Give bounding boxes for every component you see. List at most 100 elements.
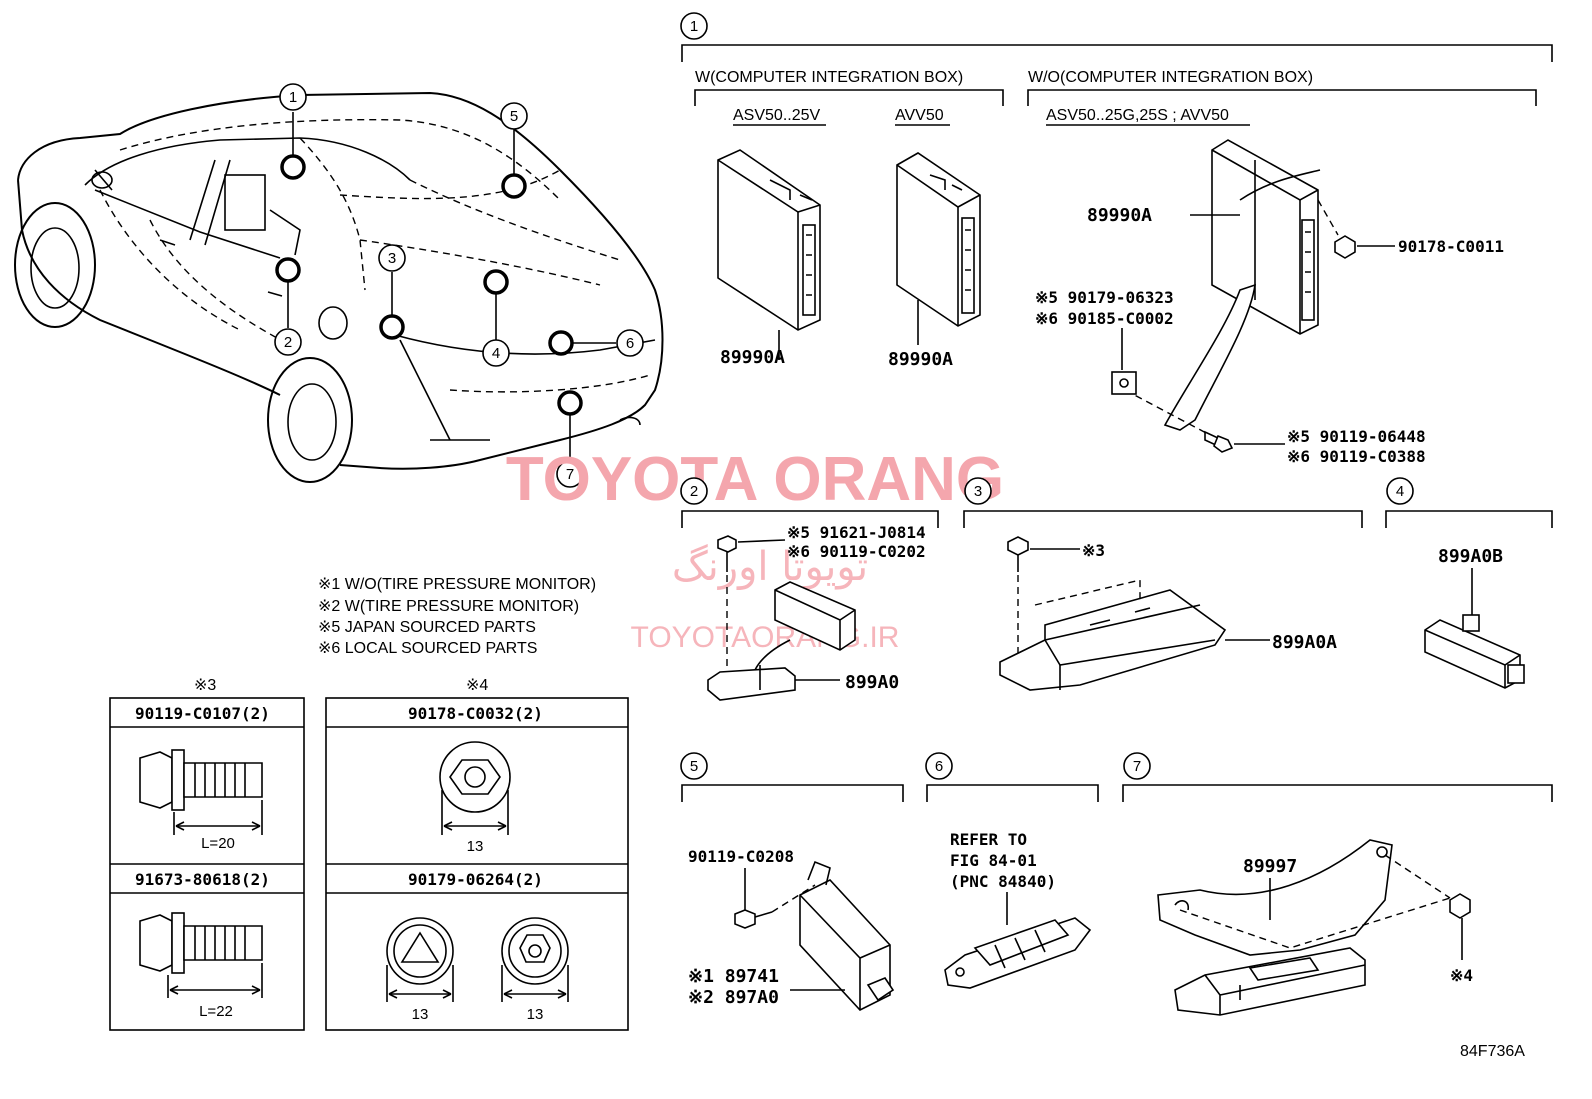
fastener-table-3: ※3 90119-C0107(2) 91673-80618(2) L=20 L=… <box>109 677 305 1031</box>
table3-row2-dim: L=22 <box>199 1003 233 1020</box>
control-module-a <box>717 149 821 360</box>
part-number-module-c: 89990A <box>1087 205 1152 226</box>
svg-text:6: 6 <box>935 758 943 775</box>
table4-row2-dim-a: 13 <box>412 1006 429 1023</box>
table4-row1-part: 90178-C0032(2) <box>408 704 543 723</box>
section-2: 2 ※5 91621-J0814 ※6 90119-C0202 899A0 <box>680 477 939 701</box>
callout-3: 3 <box>378 244 406 272</box>
table3-row2-part: 91673-80618(2) <box>135 870 270 889</box>
antenna-module <box>999 579 1270 691</box>
watermark: TOYOTA ORANG تویوتا اورنگ TOYOTAORANG.IR <box>506 445 1004 654</box>
bolt-icon <box>717 535 786 675</box>
door-handle-switch <box>944 892 1092 989</box>
svg-text:7: 7 <box>566 466 574 483</box>
svg-text:6: 6 <box>626 335 634 352</box>
callout-5: 5 <box>500 102 528 130</box>
section-4: 4 899A0B <box>1385 477 1553 689</box>
label-variant-b: AVV50 <box>895 107 944 124</box>
table4-row2-dim-b: 13 <box>527 1006 544 1023</box>
part-number-bolt: 90119-C0208 <box>688 847 794 866</box>
callout-4: 4 <box>482 339 510 367</box>
part-number-bolt-japan: ※5 90119-06448 <box>1287 427 1426 446</box>
part-number-module-b: 89990A <box>888 349 953 370</box>
svg-text:3: 3 <box>388 250 396 267</box>
nut-reference: ※4 <box>1450 966 1473 985</box>
svg-text:※3: ※3 <box>194 677 216 694</box>
svg-text:2: 2 <box>284 334 292 351</box>
control-module-c <box>1124 139 1339 436</box>
bolt-icon <box>1007 536 1080 665</box>
reference-line-2: FIG 84-01 <box>950 851 1037 870</box>
part-number-bolt-local: ※6 90119-C0388 <box>1287 447 1426 466</box>
section-7: 7 89997 ※4 <box>1122 752 1553 1016</box>
part-number-bolt-local: ※6 90119-C0202 <box>787 542 926 561</box>
car-illustration: 1 2 3 4 5 6 7 <box>14 83 664 488</box>
part-number-bracket: 89997 <box>1243 856 1297 877</box>
bolt-icon <box>734 868 816 929</box>
label-without-box: W/O(COMPUTER INTEGRATION BOX) <box>1028 69 1313 86</box>
svg-text:5: 5 <box>690 758 698 775</box>
tpms-module <box>790 860 895 1011</box>
table4-row1-dim: 13 <box>467 838 484 855</box>
part-number-module-a: 89990A <box>720 347 785 368</box>
note-5: ※5 JAPAN SOURCED PARTS <box>318 619 536 636</box>
hex-nut-icon <box>439 741 511 835</box>
part-number-antenna: 899A0A <box>1272 632 1337 653</box>
part-number-tpms-w-o: ※1 89741 <box>688 966 779 987</box>
label-variant-c: ASV50..25G,25S ; AVV50 <box>1046 107 1229 124</box>
table4-row2-part: 90179-06264(2) <box>408 870 543 889</box>
part-number-tpms-w: ※2 897A0 <box>688 987 779 1008</box>
note-6: ※6 LOCAL SOURCED PARTS <box>318 640 537 657</box>
part-number-clip-local: ※6 90185-C0002 <box>1035 309 1174 328</box>
callout-6: 6 <box>616 329 644 357</box>
part-number-sensor: 899A0 <box>845 672 899 693</box>
bracket-assembly <box>1157 839 1451 1016</box>
control-module-b <box>896 152 981 345</box>
watermark-title: TOYOTA ORANG <box>506 445 1004 514</box>
svg-text:3: 3 <box>974 483 982 500</box>
fastener-table-4: ※4 90178-C0032(2) 90179-06264(2) 13 13 <box>325 677 629 1031</box>
svg-text:4: 4 <box>1396 483 1404 500</box>
watermark-persian: تویوتا اورنگ <box>672 544 868 590</box>
clip-icon <box>1111 328 1137 395</box>
section-1: 1 W(COMPUTER INTEGRATION BOX) W/O(COMPUT… <box>680 12 1553 466</box>
watermark-url: TOYOTAORANG.IR <box>631 621 900 654</box>
svg-text:1: 1 <box>690 18 698 35</box>
nut-icon <box>1334 235 1395 259</box>
part-number-clip-japan: ※5 90179-06323 <box>1035 288 1174 307</box>
part-number-nut: 90178-C0011 <box>1398 237 1504 256</box>
reference-line-1: REFER TO <box>950 830 1027 849</box>
sensor-module <box>707 581 856 701</box>
section-5: 5 90119-C0208 ※1 89741 ※2 897A0 <box>680 752 904 1011</box>
label-with-box: W(COMPUTER INTEGRATION BOX) <box>695 69 963 86</box>
svg-text:2: 2 <box>690 483 698 500</box>
callout-2: 2 <box>274 328 302 356</box>
note-1: ※1 W/O(TIRE PRESSURE MONITOR) <box>318 576 596 593</box>
svg-text:4: 4 <box>492 345 500 362</box>
section-6: 6 REFER TO FIG 84-01 (PNC 84840) <box>925 752 1099 989</box>
svg-text:※4: ※4 <box>466 677 488 694</box>
push-nut-icon <box>501 917 569 1002</box>
callout-1: 1 <box>279 83 307 111</box>
figure-code: 84F736A <box>1460 1043 1525 1060</box>
reference-line-3: (PNC 84840) <box>950 872 1056 891</box>
flange-bolt-icon <box>139 912 263 998</box>
section-3: 3 ※3 899A0A <box>963 477 1363 691</box>
svg-text:1: 1 <box>289 89 297 106</box>
flange-bolt-icon <box>139 749 263 835</box>
note-2: ※2 W(TIRE PRESSURE MONITOR) <box>318 598 579 615</box>
push-nut-icon <box>386 917 454 1002</box>
table3-row1-part: 90119-C0107(2) <box>135 704 270 723</box>
receiver-module <box>1424 568 1525 689</box>
label-variant-a: ASV50..25V <box>733 107 821 124</box>
bolt-icon <box>1204 430 1285 453</box>
callout-7: 7 <box>556 460 584 488</box>
notes: ※1 W/O(TIRE PRESSURE MONITOR) ※2 W(TIRE … <box>318 576 596 657</box>
svg-text:5: 5 <box>510 108 518 125</box>
bolt-reference: ※3 <box>1082 541 1105 560</box>
table3-row1-dim: L=20 <box>201 835 235 852</box>
part-number-receiver: 899A0B <box>1438 546 1503 567</box>
nut-icon <box>1449 893 1471 960</box>
part-number-bolt-japan: ※5 91621-J0814 <box>787 523 926 542</box>
